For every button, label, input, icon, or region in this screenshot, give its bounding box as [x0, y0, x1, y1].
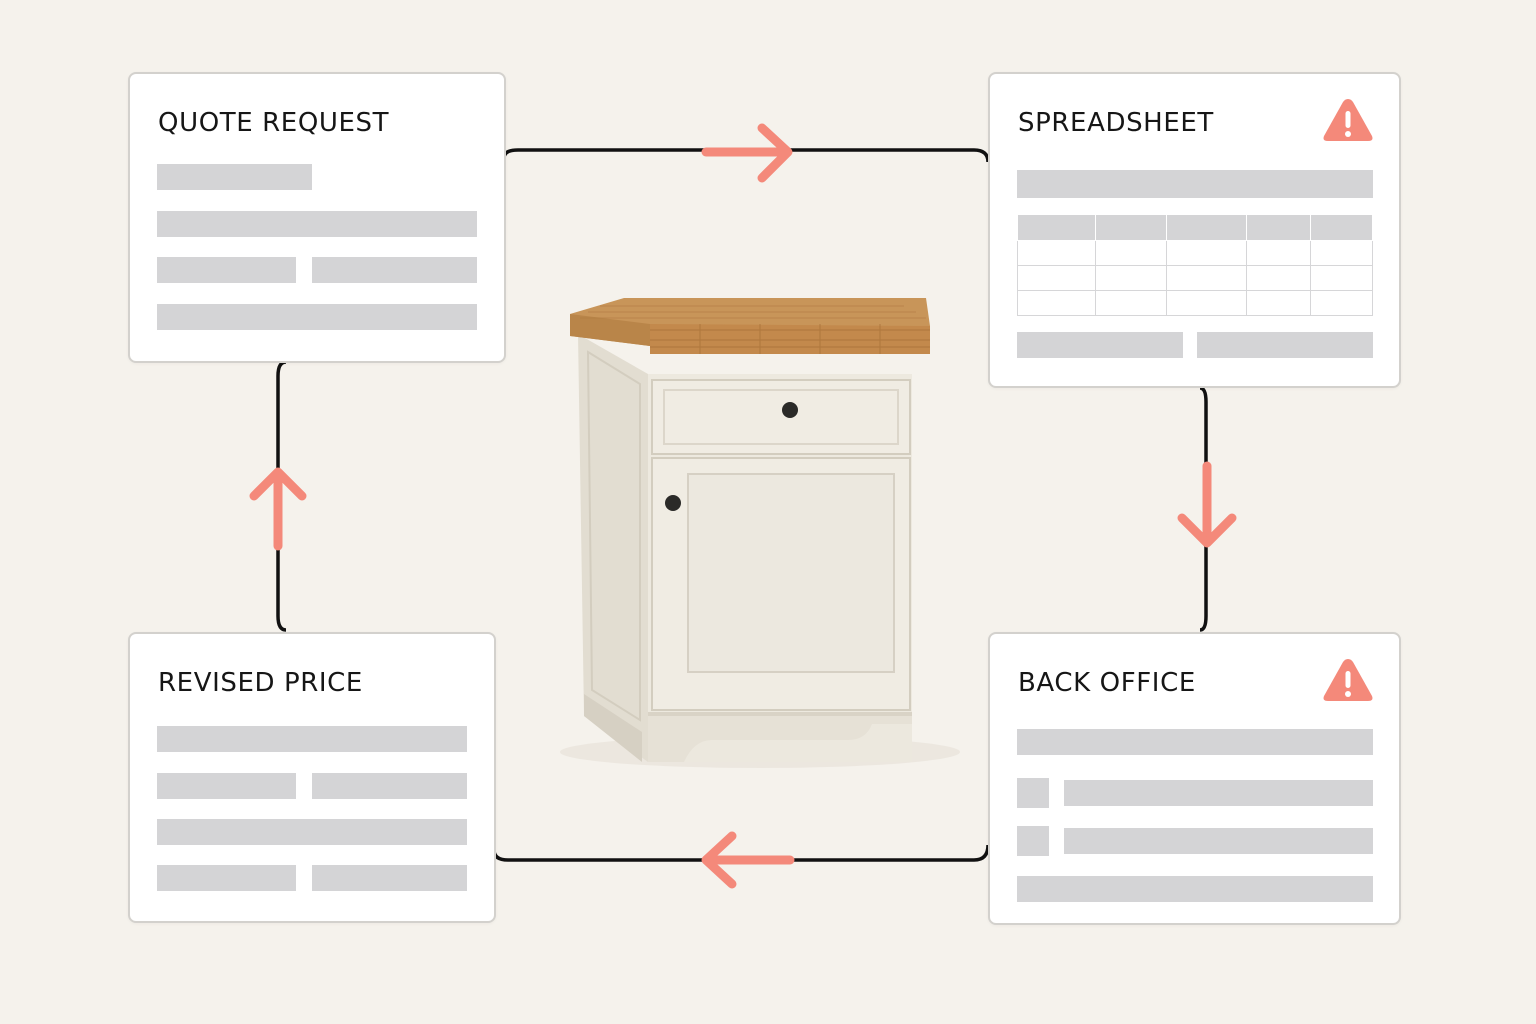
revised-price-title: REVISED PRICE [158, 668, 363, 698]
drawer-knob-icon [782, 402, 798, 418]
placeholder-line [1064, 828, 1373, 854]
placeholder-line [1017, 729, 1373, 755]
placeholder-line [312, 773, 467, 799]
back-office-card: BACK OFFICE [988, 632, 1401, 925]
placeholder-line [157, 726, 467, 752]
placeholder-line [1017, 332, 1183, 358]
revised-price-card: REVISED PRICE [128, 632, 496, 923]
warning-triangle-icon [1323, 99, 1373, 141]
placeholder-line [1064, 780, 1373, 806]
arrow-down-icon [1177, 461, 1237, 548]
door-knob-icon [665, 495, 681, 511]
quote-request-title: QUOTE REQUEST [158, 108, 390, 138]
placeholder-line [312, 257, 477, 283]
placeholder-line [157, 304, 477, 330]
arrow-left-icon [701, 831, 795, 889]
arrow-up-icon [249, 467, 307, 551]
spreadsheet-grid [1017, 214, 1373, 316]
placeholder-line [1017, 876, 1373, 902]
arrow-right-icon [701, 123, 793, 183]
placeholder-line [1197, 332, 1373, 358]
placeholder-line [312, 865, 467, 891]
spreadsheet-title: SPREADSHEET [1018, 108, 1214, 138]
cabinet-illustration [560, 298, 960, 768]
placeholder-line [157, 819, 467, 845]
placeholder-line [157, 773, 296, 799]
placeholder-line [157, 865, 296, 891]
placeholder-line [157, 257, 296, 283]
placeholder-line [157, 211, 477, 237]
spreadsheet-card: SPREADSHEET [988, 72, 1401, 388]
placeholder-line [157, 164, 312, 190]
placeholder-checkbox [1017, 778, 1049, 808]
back-office-title: BACK OFFICE [1018, 668, 1196, 698]
placeholder-checkbox [1017, 826, 1049, 856]
placeholder-line [1017, 170, 1373, 198]
warning-triangle-icon [1323, 659, 1373, 701]
quote-request-card: QUOTE REQUEST [128, 72, 506, 363]
